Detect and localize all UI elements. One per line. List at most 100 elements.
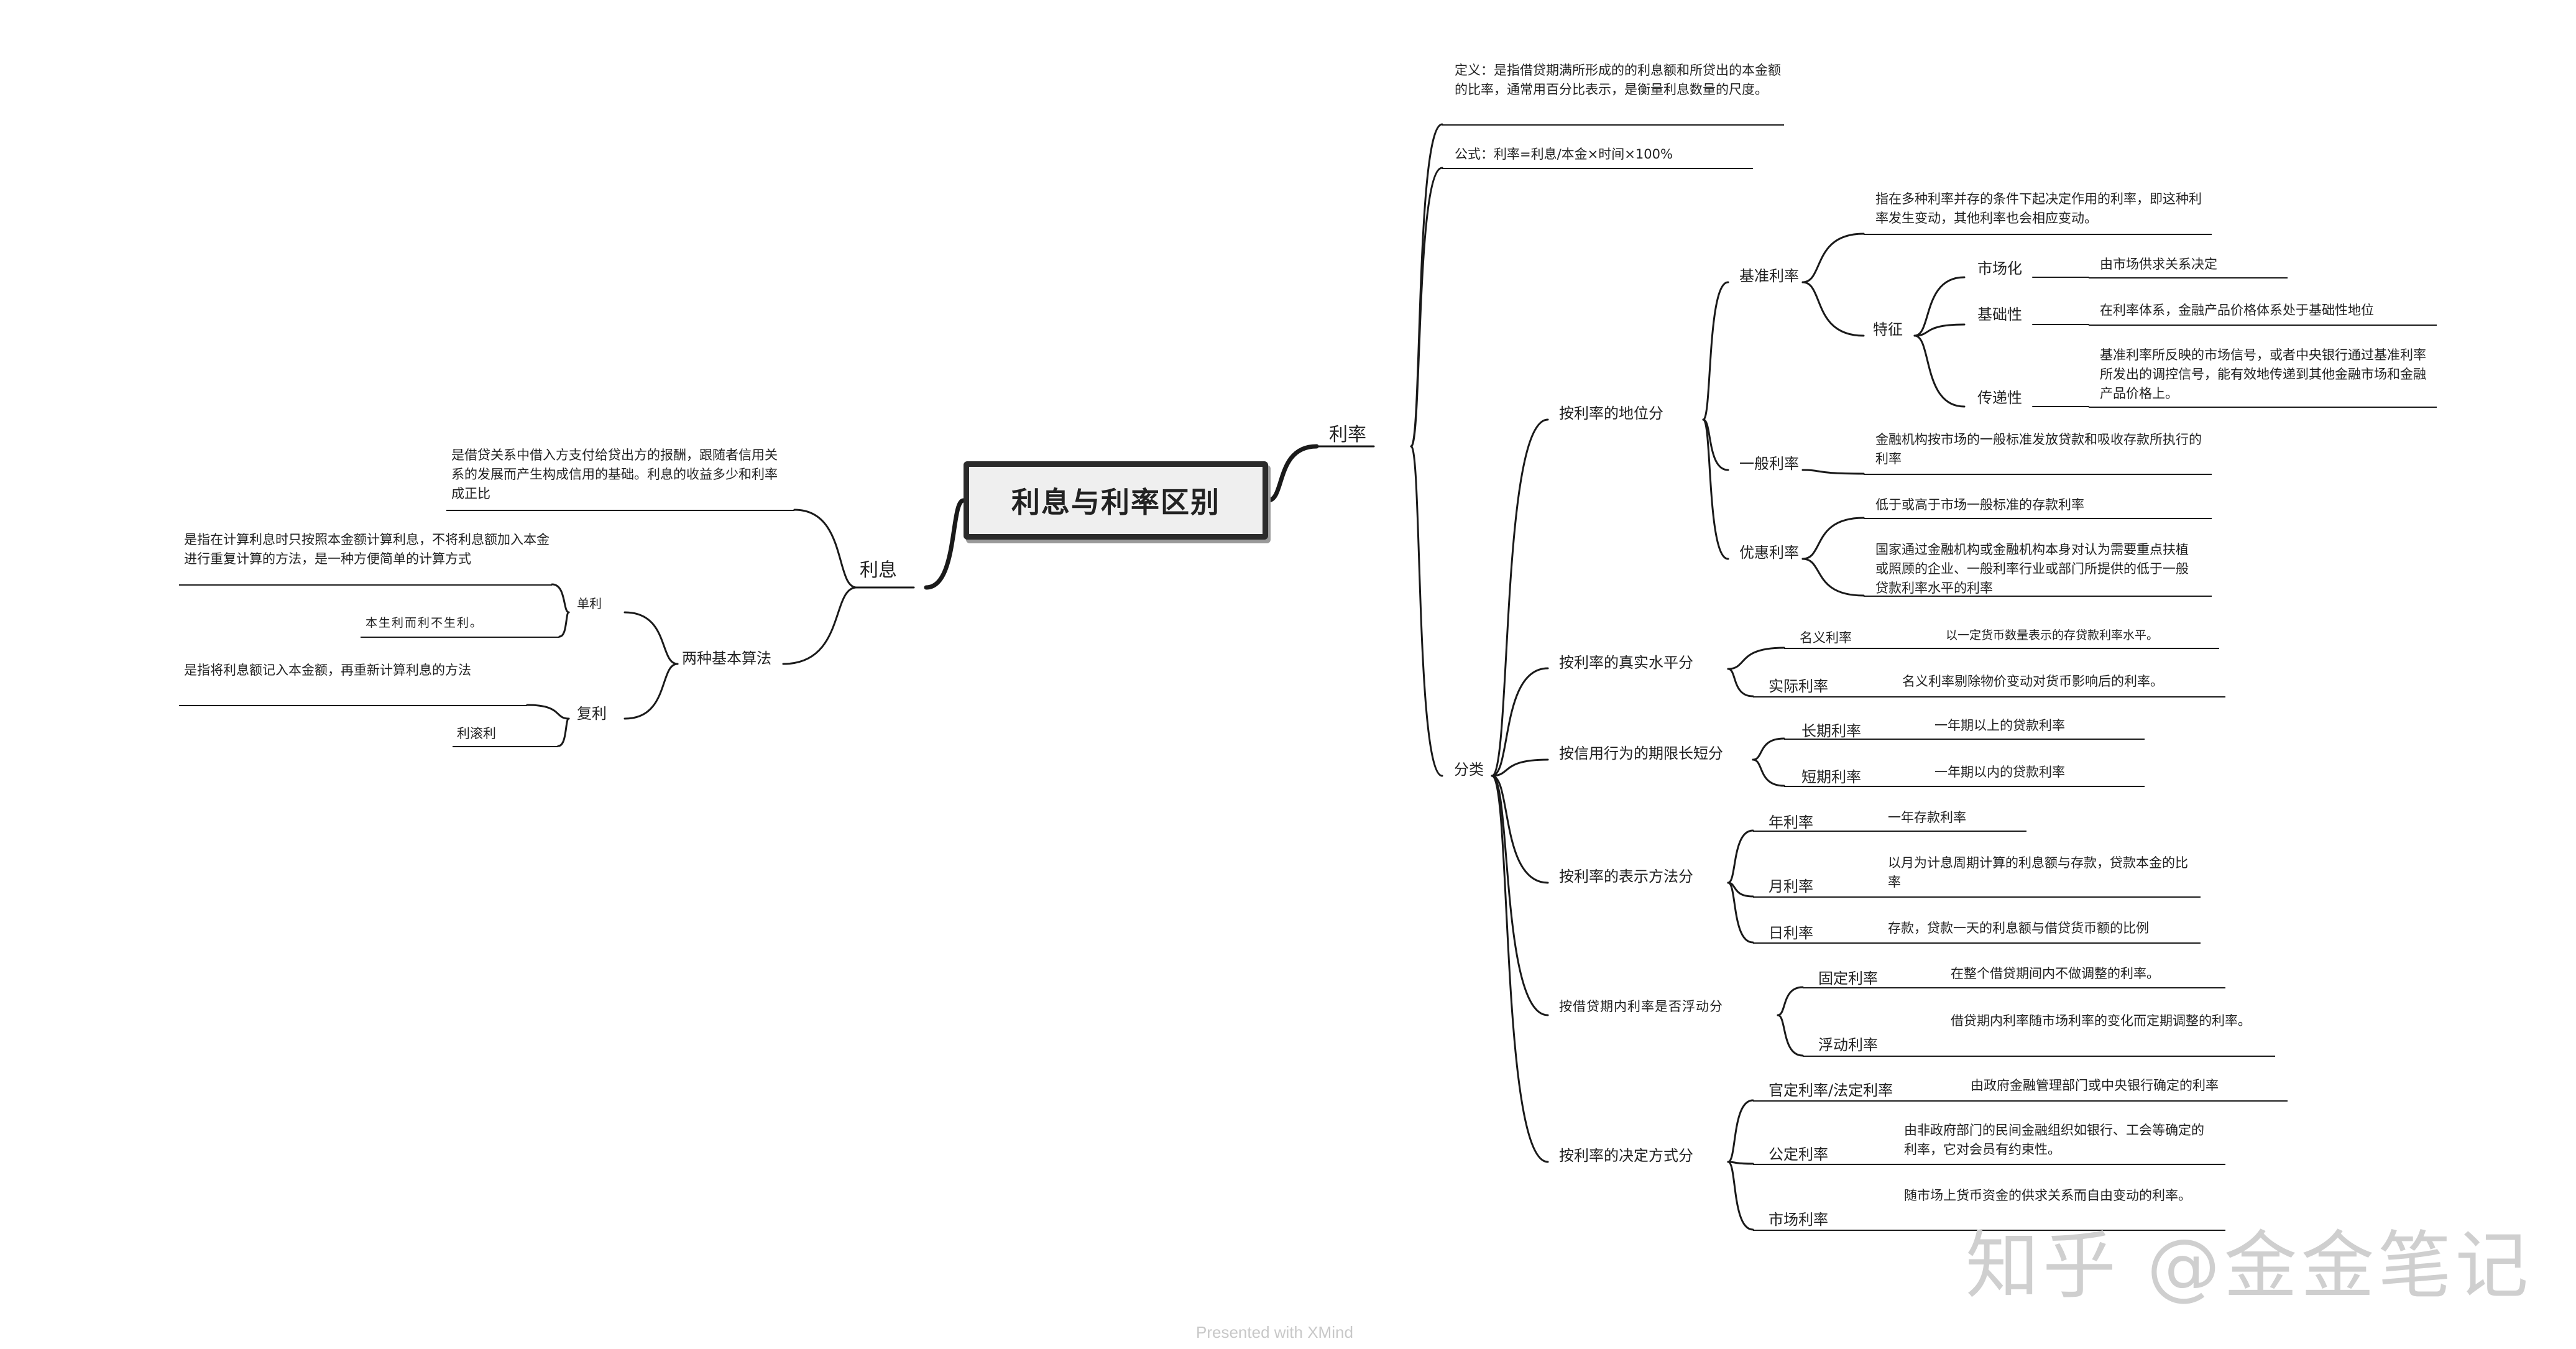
topic-two-methods[interactable]: 两种基本算法 bbox=[682, 650, 771, 667]
simple-interest-desc[interactable]: 是指在计算利息时只按照本金额计算利息，不将利息额加入本金进行重复计算的方法，是一… bbox=[184, 532, 550, 566]
link-float-floating bbox=[1777, 1014, 1804, 1057]
link-exp-annual bbox=[1727, 829, 1754, 884]
link-general-desc bbox=[1801, 469, 1865, 475]
link-dec-public bbox=[1727, 1161, 1754, 1165]
link-pref-desc2 bbox=[1801, 558, 1865, 597]
simple-interest-note[interactable]: 本生利而利不生利。 bbox=[366, 616, 484, 630]
link-compound-note bbox=[557, 717, 570, 747]
cat-by-expression[interactable]: 按利率的表示方法分 bbox=[1559, 868, 1693, 885]
link-lilv-classify bbox=[1410, 445, 1443, 777]
link-features-basic bbox=[1913, 323, 1966, 337]
topic-lixi[interactable]: 利息 bbox=[860, 559, 897, 581]
feature-transmit-desc[interactable]: 基准利率所反映的市场信号，或者中央银行通过基准利率所发出的调控信号，能有效地传递… bbox=[2100, 348, 2426, 401]
official-rate-desc[interactable]: 由政府金融管理部门或中央银行确定的利率 bbox=[1971, 1078, 2219, 1093]
feature-market-desc[interactable]: 由市场供求关系决定 bbox=[2100, 257, 2217, 272]
link-lilv-definition bbox=[1410, 123, 1443, 448]
annual-rate-label[interactable]: 年利率 bbox=[1769, 814, 1813, 831]
link-compound-desc bbox=[526, 704, 570, 720]
official-rate-label[interactable]: 官定利率/法定利率 bbox=[1769, 1082, 1893, 1099]
cat-by-status[interactable]: 按利率的地位分 bbox=[1559, 405, 1663, 422]
short-term-rate-label[interactable]: 短期利率 bbox=[1801, 768, 1861, 786]
link-simple-desc bbox=[551, 583, 570, 614]
market-rate-label[interactable]: 市场利率 bbox=[1769, 1211, 1828, 1228]
lilv-definition[interactable]: 定义：是指借贷期满所形成的的利息额和所贷出的本金额的比率，通常用百分比表示，是衡… bbox=[1455, 63, 1781, 97]
link-lixi-definition bbox=[793, 509, 858, 589]
topic-classify[interactable]: 分类 bbox=[1454, 761, 1484, 778]
link-status-benchmark bbox=[1702, 281, 1729, 421]
public-rate-label[interactable]: 公定利率 bbox=[1769, 1146, 1828, 1163]
topic-simple-interest[interactable]: 单利 bbox=[577, 596, 602, 611]
link-classify-real bbox=[1491, 667, 1549, 777]
link-classify-decision bbox=[1491, 775, 1549, 1163]
link-lixi-methods bbox=[782, 586, 858, 665]
topic-features[interactable]: 特征 bbox=[1873, 321, 1903, 338]
general-rate-desc[interactable]: 金融机构按市场的一般标准发放贷款和吸收存款所执行的利率 bbox=[1875, 432, 2202, 466]
feature-basic-desc[interactable]: 在利率体系，金融产品价格体系处于基础性地位 bbox=[2100, 303, 2374, 318]
annual-rate-desc[interactable]: 一年存款利率 bbox=[1888, 810, 1966, 825]
link-dec-market bbox=[1727, 1161, 1754, 1231]
link-exp-daily bbox=[1727, 882, 1754, 944]
market-rate-desc[interactable]: 随市场上货币资金的供求关系而自由变动的利率。 bbox=[1904, 1188, 2191, 1203]
cat-by-decision[interactable]: 按利率的决定方式分 bbox=[1559, 1147, 1693, 1164]
nominal-rate-desc[interactable]: 以一定货币数量表示的存贷款利率水平。 bbox=[1946, 628, 2159, 642]
benchmark-rate-desc[interactable]: 指在多种利率并存的条件下起决定作用的利率，即这种利率发生变动，其他利率也会相应变… bbox=[1875, 191, 2202, 226]
link-status-preferential bbox=[1702, 418, 1729, 560]
real-rate-desc[interactable]: 名义利率剔除物价变动对货币影响后的利率。 bbox=[1902, 674, 2163, 689]
nominal-rate-label[interactable]: 名义利率 bbox=[1800, 630, 1852, 645]
feature-basic-label[interactable]: 基础性 bbox=[1977, 306, 2022, 323]
link-real-real bbox=[1727, 668, 1754, 698]
compound-interest-desc[interactable]: 是指将利息额记入本金额，再重新计算利息的方法 bbox=[184, 663, 471, 678]
link-methods-simple bbox=[623, 611, 679, 665]
link-features-market bbox=[1913, 276, 1966, 337]
daily-rate-desc[interactable]: 存款，贷款一天的利息额与借贷货币额的比例 bbox=[1888, 921, 2149, 936]
long-term-rate-label[interactable]: 长期利率 bbox=[1801, 722, 1861, 740]
link-simple-note bbox=[558, 611, 570, 638]
link-pref-desc1 bbox=[1801, 517, 1865, 560]
link-benchmark-features bbox=[1801, 281, 1865, 337]
link-real-nominal bbox=[1727, 647, 1785, 670]
cat-by-float[interactable]: 按借贷期内利率是否浮动分 bbox=[1559, 999, 1723, 1014]
compound-interest-note[interactable]: 利滚利 bbox=[457, 726, 496, 741]
link-classify-expression bbox=[1491, 775, 1549, 884]
link-methods-compound bbox=[623, 663, 679, 720]
link-classify-status bbox=[1491, 418, 1549, 777]
link-classify-float bbox=[1491, 775, 1549, 1016]
lilv-formula[interactable]: 公式：利率=利息/本金×时间×100% bbox=[1455, 147, 1673, 162]
xmind-footer: Presented with XMind bbox=[1196, 1323, 1353, 1342]
lixi-definition[interactable]: 是借贷关系中借入方支付给贷出方的报酬，跟随者信用关系的发展而产生构成信用的基础。… bbox=[451, 448, 778, 501]
floating-rate-label[interactable]: 浮动利率 bbox=[1818, 1036, 1878, 1054]
short-term-rate-desc[interactable]: 一年期以内的贷款利率 bbox=[1934, 765, 2065, 780]
link-features-transmit bbox=[1913, 334, 1966, 408]
fixed-rate-label[interactable]: 固定利率 bbox=[1818, 970, 1878, 987]
cat-by-term[interactable]: 按信用行为的期限长短分 bbox=[1559, 745, 1723, 762]
topic-preferential-rate[interactable]: 优惠利率 bbox=[1739, 544, 1799, 561]
link-float-fixed bbox=[1777, 986, 1804, 1016]
long-term-rate-desc[interactable]: 一年期以上的贷款利率 bbox=[1934, 718, 2065, 733]
preferential-rate-desc1[interactable]: 低于或高于市场一般标准的存款利率 bbox=[1875, 497, 2084, 512]
fixed-rate-desc[interactable]: 在整个借贷期间内不做调整的利率。 bbox=[1951, 966, 2160, 981]
link-term-long bbox=[1752, 737, 1785, 761]
cat-by-real-level[interactable]: 按利率的真实水平分 bbox=[1559, 654, 1693, 671]
topic-benchmark-rate[interactable]: 基准利率 bbox=[1739, 267, 1799, 285]
link-benchmark-desc bbox=[1801, 233, 1865, 283]
topic-general-rate[interactable]: 一般利率 bbox=[1739, 455, 1799, 472]
feature-transmit-label[interactable]: 传递性 bbox=[1977, 389, 2022, 407]
topic-compound-interest[interactable]: 复利 bbox=[577, 705, 607, 722]
floating-rate-desc[interactable]: 借贷期内利率随市场利率的变化而定期调整的利率。 bbox=[1951, 1013, 2251, 1028]
public-rate-desc[interactable]: 由非政府部门的民间金融组织如银行、工会等确定的利率，它对会员有约束性。 bbox=[1904, 1123, 2204, 1157]
real-rate-label[interactable]: 实际利率 bbox=[1769, 678, 1828, 695]
link-classify-term bbox=[1491, 758, 1549, 777]
preferential-rate-desc2[interactable]: 国家通过金融机构或金融机构本身对认为需要重点扶植或照顾的企业、一般利率行业或部门… bbox=[1875, 542, 2189, 596]
watermark: 知乎 @金金笔记 bbox=[1966, 1223, 2532, 1309]
topic-lilv[interactable]: 利率 bbox=[1329, 424, 1366, 446]
link-root-lilv bbox=[1266, 444, 1319, 503]
link-dec-official bbox=[1727, 1099, 1754, 1163]
feature-market-label[interactable]: 市场化 bbox=[1977, 260, 2022, 277]
link-lilv-formula bbox=[1410, 167, 1443, 448]
central-topic[interactable]: 利息与利率区别 bbox=[964, 461, 1268, 540]
daily-rate-label[interactable]: 日利率 bbox=[1769, 924, 1813, 942]
monthly-rate-desc[interactable]: 以月为计息周期计算的利息额与存款，贷款本金的比率 bbox=[1888, 855, 2188, 890]
monthly-rate-label[interactable]: 月利率 bbox=[1769, 878, 1813, 895]
